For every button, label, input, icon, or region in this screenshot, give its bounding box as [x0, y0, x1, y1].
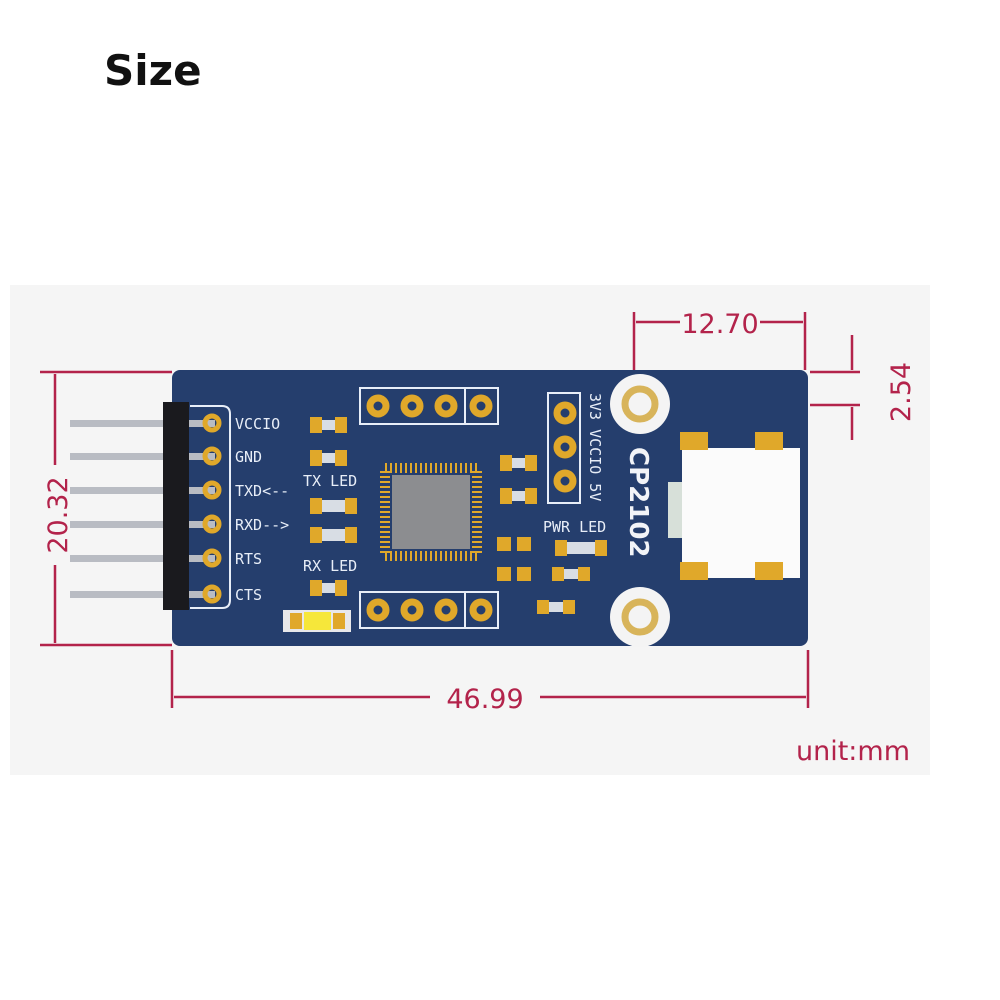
mounting-holes	[610, 374, 670, 647]
pin-label-cts: CTS	[235, 586, 262, 604]
led-yellow	[304, 612, 331, 630]
dimension-lines	[40, 312, 860, 708]
smd-components	[283, 417, 607, 632]
pin-label-rxd: RXD-->	[235, 516, 289, 534]
rx-led-label: RX LED	[303, 557, 357, 575]
pcb-board	[172, 370, 808, 646]
usb-connector	[668, 432, 800, 580]
tx-led-label: TX LED	[303, 472, 357, 490]
page-title: Size	[104, 46, 202, 95]
pin-label-gnd: GND	[235, 448, 262, 466]
pin-pads	[202, 413, 222, 604]
jumper-label: 3V3 VCCIO 5V	[586, 393, 604, 501]
pwr-led-label: PWR LED	[543, 518, 606, 536]
pin-label-txd: TXD<--	[235, 482, 289, 500]
unit-label: unit:mm	[796, 736, 910, 767]
chip-label: CP2102	[623, 447, 653, 558]
pin-label-rts: RTS	[235, 550, 262, 568]
header-pins	[70, 420, 215, 598]
pin-header	[163, 402, 189, 610]
cp2102-chip	[380, 463, 482, 561]
pin-label-vccio: VCCIO	[235, 415, 280, 433]
dimension-length: 46.99	[446, 684, 523, 715]
dimension-usb-offset: 2.54	[886, 362, 917, 422]
dimension-usb-width: 12.70	[681, 309, 758, 340]
pad-rows	[359, 387, 581, 629]
dimension-height: 20.32	[43, 476, 74, 553]
